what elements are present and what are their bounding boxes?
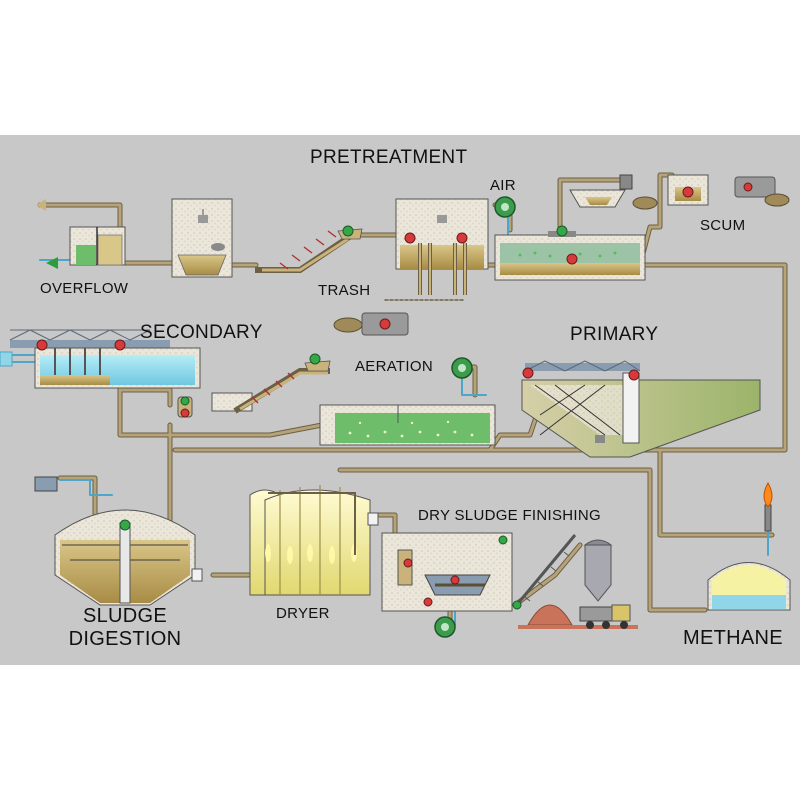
scum-truck-valve-icon <box>743 182 753 192</box>
digester-valve-icon <box>119 519 131 531</box>
label-dryer: DRYER <box>276 605 330 622</box>
secondary-clarifier <box>0 329 201 389</box>
pretreatment-screen-building <box>171 198 233 278</box>
secondary-valve-left-icon <box>36 339 48 351</box>
aeration-blower <box>451 357 473 379</box>
return-sludge-pump <box>177 396 193 418</box>
grit-valve-left-icon <box>404 232 416 244</box>
label-sludge-digestion-line1: SLUDGE <box>82 605 168 627</box>
pre-settling-valve-icon <box>556 225 568 237</box>
pre-settling-tank <box>494 225 646 281</box>
methane-storage <box>707 481 791 611</box>
label-sludge-digestion-line2: DIGESTION <box>68 628 182 650</box>
label-trash: TRASH <box>318 282 371 299</box>
aeration-basin <box>319 404 496 446</box>
product-loadout <box>512 534 638 629</box>
label-secondary: SECONDARY <box>140 322 263 343</box>
return-pump-valve-bottom-icon <box>180 408 190 418</box>
primary-valve-left-icon <box>522 367 534 379</box>
trash-pump-valve-icon <box>379 318 391 330</box>
primary-clarifier <box>521 360 761 458</box>
label-methane: METHANE <box>683 627 783 649</box>
overflow-outlet-arrow-icon <box>46 257 58 269</box>
sludge-digester <box>34 476 203 606</box>
secondary-conveyor-valve-icon <box>309 353 321 365</box>
label-aeration: AERATION <box>355 358 433 375</box>
finishing-valve-mid-icon <box>450 575 460 585</box>
label-sludge-digestion: SLUDGE DIGESTION <box>55 605 195 651</box>
label-air: AIR <box>490 177 516 194</box>
grit-chamber <box>395 198 489 295</box>
finishing-valve-top-icon <box>403 558 413 568</box>
pre-settling-pump-icon <box>566 253 578 265</box>
air-blower <box>494 196 516 218</box>
trash-conveyor-valve-icon <box>342 225 354 237</box>
label-dry-sludge-finishing: DRY SLUDGE FINISHING <box>418 507 601 524</box>
label-overflow: OVERFLOW <box>40 280 129 297</box>
overflow-structure <box>36 199 126 269</box>
finishing-blower <box>434 616 456 638</box>
grit-valve-right-icon <box>456 232 468 244</box>
dry-sludge-finishing-building <box>381 532 513 612</box>
treatment-plant-diagram <box>0 172 791 638</box>
finishing-valve-bottom-icon <box>423 597 433 607</box>
secondary-conveyor <box>211 353 331 414</box>
trash-hauler <box>333 312 409 336</box>
finishing-valve-right-icon <box>498 535 508 545</box>
scum-pump-icon <box>682 186 694 198</box>
trash-conveyor <box>255 225 363 273</box>
flare-flame-icon <box>763 481 773 508</box>
label-scum: SCUM <box>700 217 746 234</box>
return-pump-valve-top-icon <box>180 396 190 406</box>
loadout-conveyor-valve-icon <box>512 600 522 610</box>
scum-equipment <box>569 174 790 210</box>
diagram-panel: PRETREATMENT AIR SCUM OVERFLOW TRASH SEC… <box>0 135 800 665</box>
label-primary: PRIMARY <box>570 324 659 345</box>
secondary-valve-right-icon <box>114 339 126 351</box>
primary-valve-right-icon <box>628 369 640 381</box>
dryer-building <box>249 485 379 596</box>
inlet-arrow-icon <box>36 199 46 211</box>
label-pretreatment: PRETREATMENT <box>310 147 468 168</box>
